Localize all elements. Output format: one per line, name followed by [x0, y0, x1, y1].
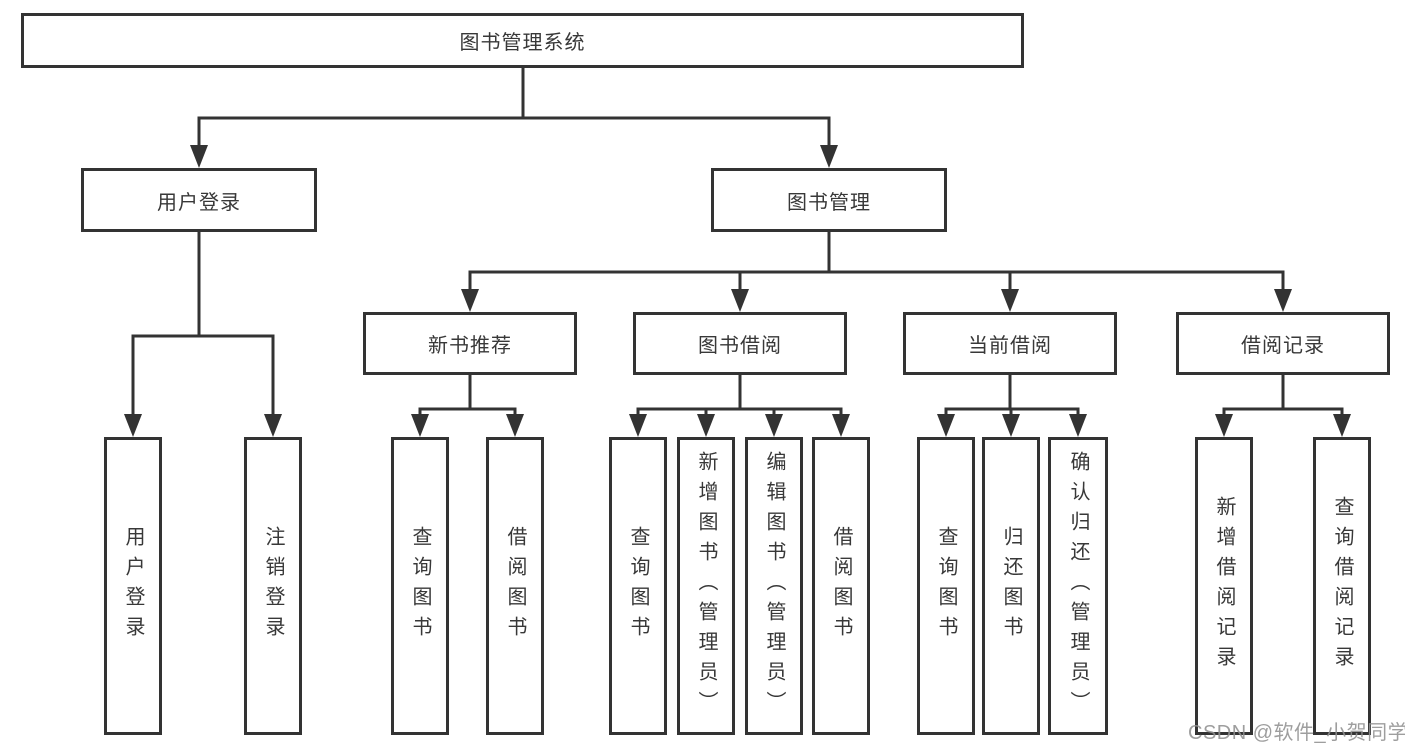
leaf-label: 查询借阅记录: [1331, 496, 1353, 676]
node-book-management: 图书管理: [711, 168, 947, 232]
node-borrow-records: 借阅记录: [1176, 312, 1390, 375]
leaf-query-books-2: 查询图书: [609, 437, 667, 735]
leaf-label: 查询图书: [935, 526, 957, 646]
leaf-label: 注销登录: [262, 526, 284, 646]
leaf-edit-books-admin: 编辑图书（管理员）: [745, 437, 803, 735]
leaf-label: 借阅图书: [504, 526, 526, 646]
node-new-book-recommend: 新书推荐: [363, 312, 577, 375]
leaf-label: 归还图书: [1000, 526, 1022, 646]
leaf-add-books-admin: 新增图书（管理员）: [677, 437, 735, 735]
leaf-borrow-books-2: 借阅图书: [812, 437, 870, 735]
csdn-watermark: CSDN @软件_小贺同学: [1188, 722, 1405, 744]
node-user-login: 用户登录: [81, 168, 317, 232]
leaf-query-books-1: 查询图书: [391, 437, 449, 735]
leaf-label: 查询图书: [409, 526, 431, 646]
leaf-user-login: 用户登录: [104, 437, 162, 735]
leaf-return-books: 归还图书: [982, 437, 1040, 735]
leaf-label: 查询图书: [627, 526, 649, 646]
leaf-confirm-return-admin: 确认归还（管理员）: [1048, 437, 1108, 735]
leaf-add-borrow-record: 新增借阅记录: [1195, 437, 1253, 735]
arrowheads: [124, 145, 1351, 437]
node-book-borrow: 图书借阅: [633, 312, 847, 375]
leaf-borrow-books-1: 借阅图书: [486, 437, 544, 735]
leaf-label: 借阅图书: [830, 526, 852, 646]
leaf-logout: 注销登录: [244, 437, 302, 735]
node-root-library-system: 图书管理系统: [21, 13, 1024, 68]
leaf-label: 用户登录: [122, 526, 144, 646]
node-current-borrow: 当前借阅: [903, 312, 1117, 375]
leaf-label: 编辑图书（管理员）: [763, 451, 785, 721]
leaf-query-borrow-record: 查询借阅记录: [1313, 437, 1371, 735]
leaf-label: 新增借阅记录: [1213, 496, 1235, 676]
leaf-label: 确认归还（管理员）: [1067, 451, 1089, 721]
leaf-label: 新增图书（管理员）: [695, 451, 717, 721]
leaf-query-books-3: 查询图书: [917, 437, 975, 735]
